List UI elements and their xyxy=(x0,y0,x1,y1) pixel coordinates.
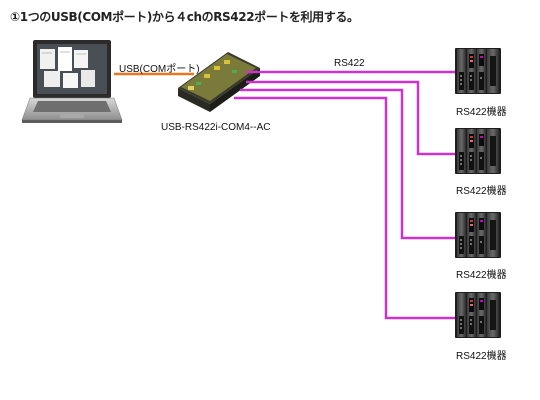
page-title: ①1つのUSB(COMポート)から４chのRS422ポートを利用する。 xyxy=(10,10,359,24)
rs422-label: RS422 xyxy=(334,58,365,69)
usb-label: USB(COMポート) xyxy=(119,64,200,75)
rs422-cables xyxy=(234,70,455,320)
converter-label: USB-RS422i-COM4--AC xyxy=(161,122,271,133)
plc-rack-icon xyxy=(455,292,501,338)
plc-rack-icon xyxy=(455,128,501,174)
device-label: RS422機器 xyxy=(456,270,507,281)
plc-rack-icon xyxy=(455,212,501,258)
device-label: RS422機器 xyxy=(456,186,507,197)
device-label: RS422機器 xyxy=(456,107,507,118)
usb-rs422-converter-icon xyxy=(178,52,260,112)
plc-rack-icon xyxy=(455,48,501,94)
laptop-icon xyxy=(21,40,123,123)
device-label: RS422機器 xyxy=(456,351,507,362)
